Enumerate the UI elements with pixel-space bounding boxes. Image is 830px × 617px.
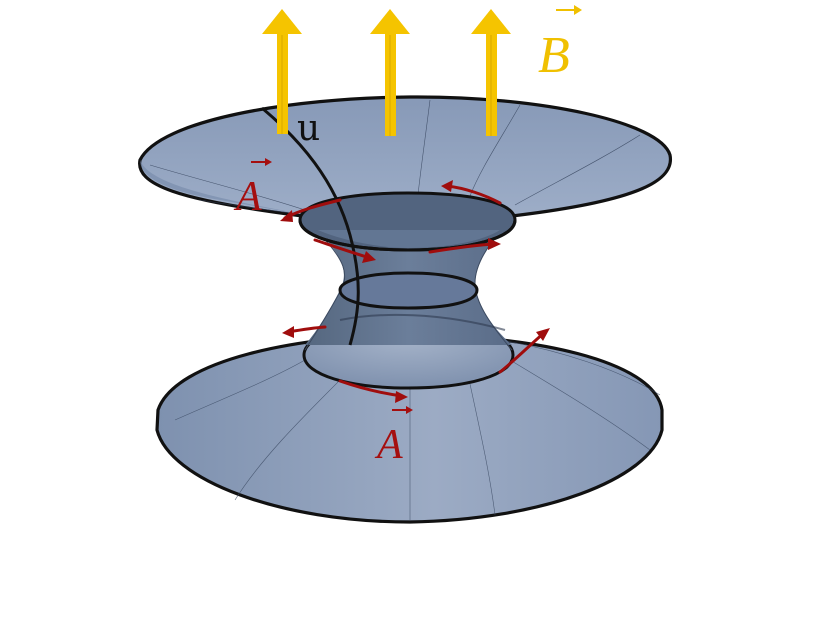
field-arrow-1 (262, 9, 302, 134)
potential-a-bottom-label: A (374, 406, 413, 468)
top-sheet (138, 95, 673, 252)
field-arrow-2 (370, 9, 410, 136)
bottom-sheet (155, 318, 664, 524)
potential-a-top-text: A (233, 174, 262, 220)
coordinate-u-label: u (297, 108, 320, 149)
potential-a-top-label: A (233, 158, 272, 220)
arrowhead-top-left (280, 210, 293, 222)
potential-a-bottom-text: A (374, 422, 403, 468)
arrowhead-top-front-left (362, 251, 376, 263)
u-coordinate-line (261, 106, 360, 346)
magnetic-field-arrows (262, 9, 511, 136)
arrowhead-top-front-right (488, 238, 501, 250)
top-sheet-rim (140, 160, 300, 214)
potential-arrowheads (280, 180, 550, 403)
arrowhead-top-back (441, 180, 453, 192)
arrowhead-bottom-right (536, 328, 550, 341)
arrowhead-bottom-front (395, 391, 408, 403)
top-opening-inner (318, 230, 500, 248)
bottom-grid-lines (174, 339, 661, 520)
field-b-label: B (538, 5, 582, 84)
arrowhead-bottom-left (282, 326, 294, 338)
field-arrow-3 (471, 9, 511, 136)
waist-ring (338, 271, 479, 310)
top-sheet-surface (138, 95, 673, 224)
field-b-text: B (538, 27, 570, 84)
top-opening-front-ring (298, 219, 517, 252)
